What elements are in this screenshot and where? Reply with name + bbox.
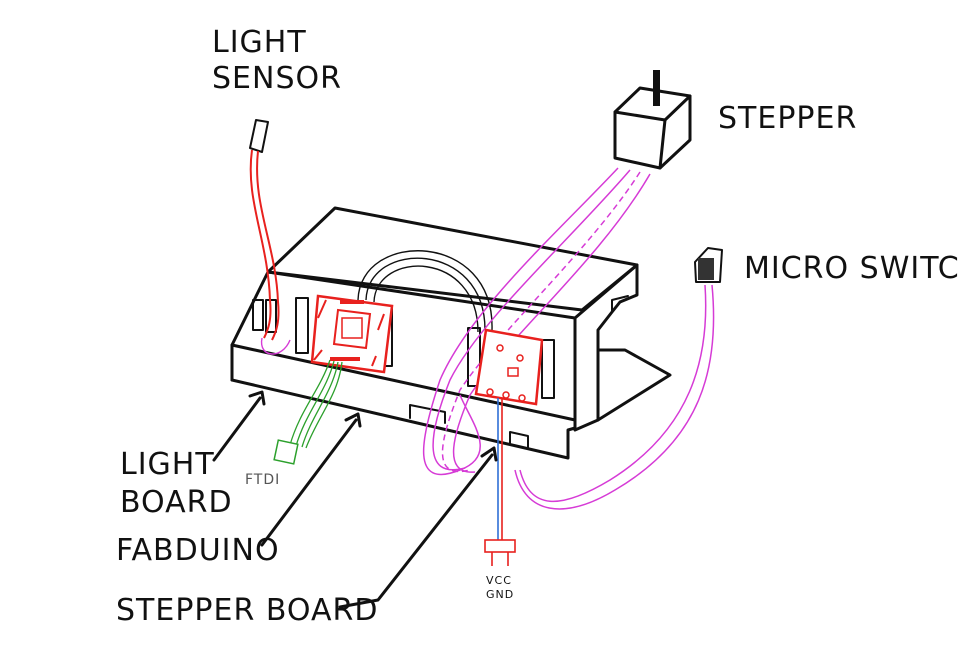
fabduino-label: FABDUINO <box>116 533 280 568</box>
ftdi-label: FTDI <box>245 472 280 488</box>
stepper-board <box>474 328 544 406</box>
light-board-label-line1: LIGHT <box>120 447 215 482</box>
light-sensor-label-line2: SENSOR <box>212 61 342 96</box>
pointer-arrows <box>212 390 498 609</box>
light-sensor <box>249 119 280 341</box>
fabduino-board <box>310 294 394 374</box>
stepper-board-label: STEPPER BOARD <box>116 593 378 628</box>
stepper-label: STEPPER <box>718 101 857 136</box>
power-plug <box>484 398 516 566</box>
micro-switch <box>694 247 723 283</box>
micro-switch-label: MICRO SWITCH <box>744 251 960 286</box>
vcc-label: VCC <box>486 574 512 587</box>
light-sensor-label-line1: LIGHT <box>212 25 307 60</box>
stepper-motor <box>613 70 692 170</box>
bridge-wires <box>357 250 493 333</box>
enclosure <box>230 206 672 460</box>
gnd-label: GND <box>486 588 514 601</box>
ftdi-cable <box>273 359 343 465</box>
light-board-label-line2: BOARD <box>120 485 233 520</box>
